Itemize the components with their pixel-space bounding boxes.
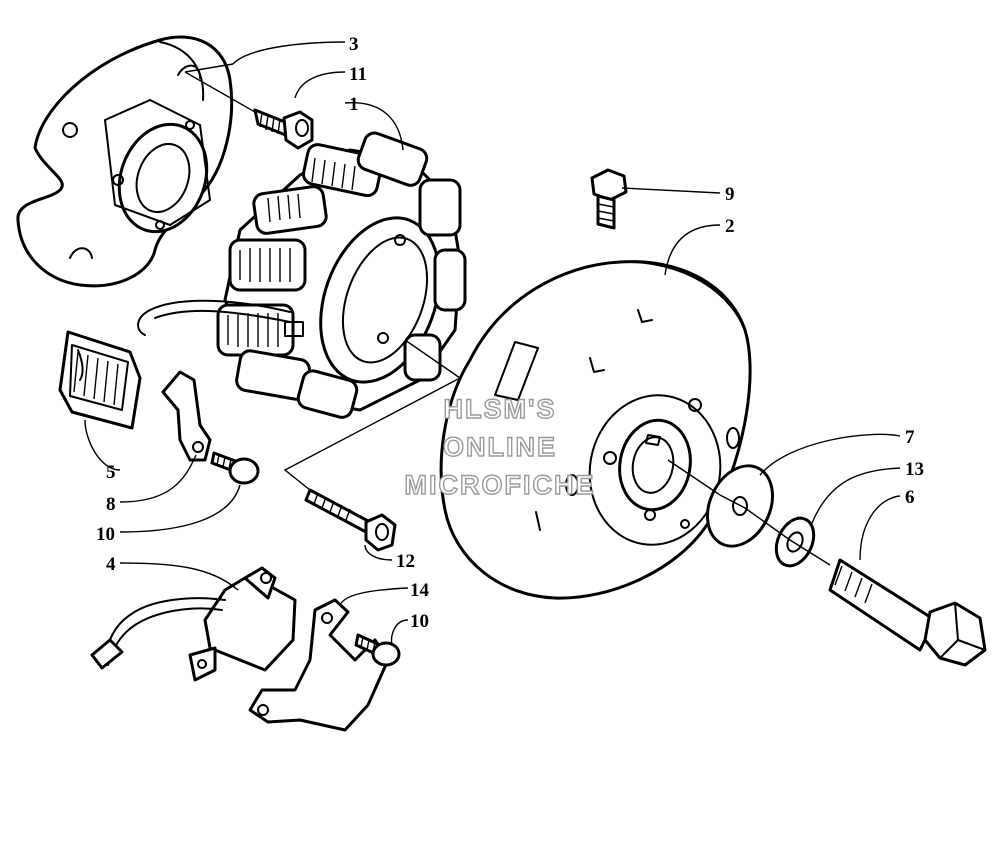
callout-10-upper: 10 xyxy=(96,524,115,545)
clip-part-8 xyxy=(161,370,212,462)
callout-7: 7 xyxy=(905,427,915,448)
callout-8: 8 xyxy=(106,494,116,515)
callout-3: 3 xyxy=(349,34,359,55)
callout-1: 1 xyxy=(349,94,359,115)
flywheel-bolt-part-6 xyxy=(828,558,987,667)
bolt-part-12 xyxy=(304,488,397,552)
bolt-part-9 xyxy=(590,168,628,230)
callout-11: 11 xyxy=(349,64,367,85)
watermark: HLSM'S ONLINE MICROFICHE xyxy=(404,393,596,500)
callout-labels: 3 11 1 9 2 7 13 6 5 8 10 12 4 14 10 xyxy=(96,34,924,632)
callout-5: 5 xyxy=(106,462,116,483)
watermark-line-3: MICROFICHE xyxy=(405,470,596,500)
callout-4: 4 xyxy=(106,554,116,575)
stator-plate-part-3 xyxy=(16,35,234,288)
screw-part-10-lower xyxy=(354,633,401,667)
stator-part-1 xyxy=(137,131,467,419)
watermark-line-1: HLSM'S xyxy=(444,394,557,424)
pickup-coil-part-4 xyxy=(90,566,297,682)
bracket-part-14 xyxy=(248,598,390,732)
bolt-part-11 xyxy=(253,108,314,150)
callout-10-lower: 10 xyxy=(410,611,429,632)
screw-part-10-upper xyxy=(210,451,260,485)
callout-6: 6 xyxy=(905,487,915,508)
watermark-line-2: ONLINE xyxy=(443,432,557,462)
callout-2: 2 xyxy=(725,216,735,237)
flywheel-part-2 xyxy=(439,260,752,600)
leader-lines xyxy=(84,41,901,646)
callout-14: 14 xyxy=(410,580,430,601)
callout-12: 12 xyxy=(396,551,415,572)
callout-9: 9 xyxy=(725,184,735,205)
pad-part-5 xyxy=(58,330,142,430)
callout-13: 13 xyxy=(905,459,924,480)
